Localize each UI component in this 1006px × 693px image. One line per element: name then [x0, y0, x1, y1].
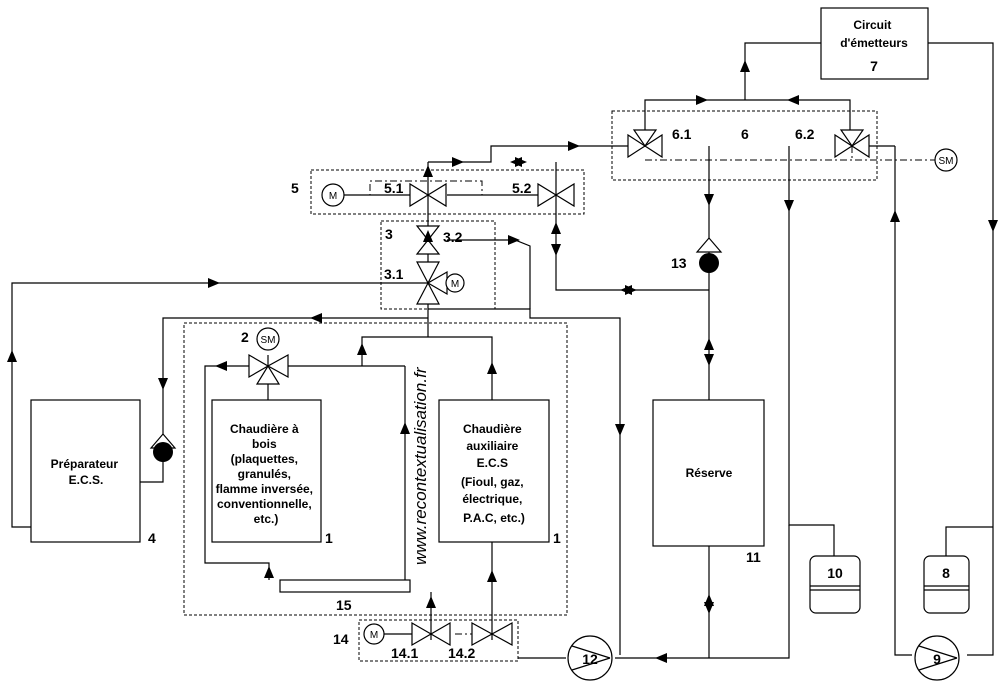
chaudiere-aux-label: Chaudière auxiliaire E.C.S (Fioul, gaz, … — [461, 422, 527, 525]
label-14-1: 14.1 — [391, 645, 418, 661]
motor-5: M — [321, 183, 345, 207]
label-3: 3 — [385, 226, 393, 242]
label-5-2: 5.2 — [512, 180, 532, 196]
expansion-vessel-10 — [809, 555, 861, 614]
check-valve-13 — [695, 237, 723, 273]
label-6-1: 6.1 — [672, 126, 692, 142]
label-5-1: 5.1 — [384, 180, 404, 196]
valve-6-2 — [834, 129, 870, 159]
motor-3: M — [445, 273, 465, 293]
label-1-bois: 1 — [325, 530, 333, 546]
servo-motor-2: SM — [256, 327, 280, 351]
check-valve-4 — [149, 433, 177, 462]
pump-9 — [914, 635, 960, 681]
label-7: 7 — [870, 58, 878, 74]
chaudiere-aux-box — [438, 399, 550, 543]
label-3-1: 3.1 — [384, 266, 404, 282]
preparateur-box — [30, 399, 141, 543]
label-10: 10 — [827, 565, 843, 581]
valve-5-1 — [409, 182, 447, 208]
label-8: 8 — [942, 565, 950, 581]
motor-14-label: M — [370, 630, 378, 641]
valve-6-1 — [627, 129, 663, 159]
motor-5-label: M — [329, 191, 337, 202]
group-14-frame — [358, 619, 519, 662]
valve-14-2 — [471, 621, 513, 647]
group-3-frame — [380, 220, 496, 310]
label-4: 4 — [148, 530, 156, 546]
label-12: 12 — [582, 651, 598, 667]
watermark: www.recontextualisation.fr — [411, 366, 430, 565]
reserve-label: Réserve — [686, 466, 733, 480]
circuit-label: Circuit d'émetteurs — [840, 18, 908, 50]
chaudiere-bois-box — [211, 399, 322, 543]
pump-12 — [567, 635, 613, 681]
label-1-aux: 1 — [553, 530, 561, 546]
label-13: 13 — [671, 255, 687, 271]
label-9: 9 — [933, 651, 941, 667]
servo-motor-6-label: SM — [939, 156, 954, 167]
group-5-frame — [310, 169, 585, 215]
label-15: 15 — [336, 597, 352, 613]
label-3-2: 3.2 — [443, 229, 463, 245]
label-5: 5 — [291, 180, 299, 196]
valve-2 — [248, 353, 289, 385]
servo-motor-6: SM — [934, 148, 958, 172]
label-6: 6 — [741, 126, 749, 142]
circuit-emetteurs-box — [820, 7, 929, 80]
group-6-frame — [611, 110, 878, 181]
label-11: 11 — [746, 549, 761, 565]
label-6-2: 6.2 — [795, 126, 815, 142]
label-14: 14 — [333, 631, 349, 647]
preparateur-label: Préparateur E.C.S. — [51, 457, 122, 487]
label-14-2: 14.2 — [448, 645, 475, 661]
label-2: 2 — [241, 329, 249, 345]
motor-14: M — [363, 623, 385, 645]
valve-5-2 — [537, 182, 575, 208]
exchanger-15 — [279, 579, 411, 593]
chaudiere-bois-label: Chaudière à bois (plaquettes, granulés, … — [216, 422, 317, 526]
valve-14-1 — [411, 621, 451, 647]
motor-3-label: M — [451, 279, 459, 290]
boiler-group-frame — [183, 322, 568, 616]
servo-motor-2-label: SM — [261, 335, 276, 346]
